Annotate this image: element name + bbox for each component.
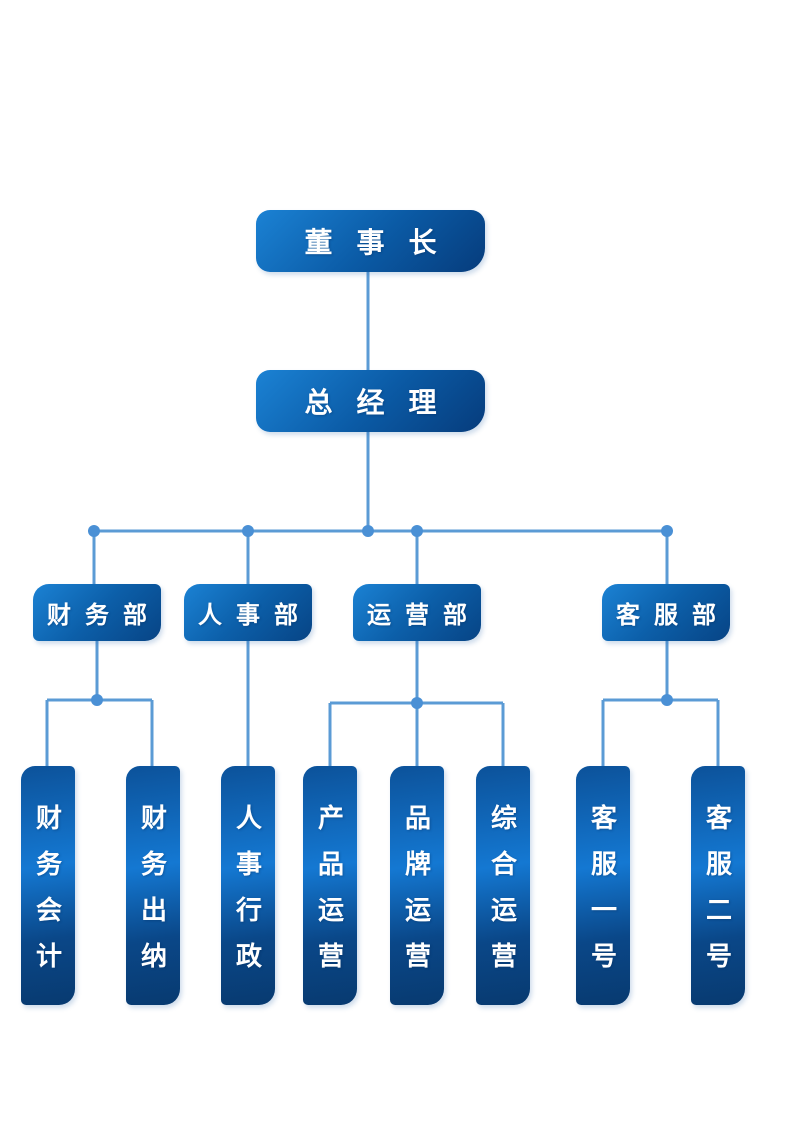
org-node-dept-hr: 人事部 <box>184 584 312 641</box>
org-node-staff-finance-accounting: 财务会计 <box>21 766 75 1005</box>
org-node-chairman: 董事长 <box>256 210 485 272</box>
node-label: 财务会计 <box>32 803 63 988</box>
org-node-general-manager: 总经理 <box>256 370 485 432</box>
junction-dot <box>88 525 100 537</box>
node-label: 财务出纳 <box>137 803 168 988</box>
org-node-staff-hr-admin: 人事行政 <box>221 766 275 1005</box>
junction-dot <box>411 697 423 709</box>
junction-dot <box>91 694 103 706</box>
org-node-staff-finance-cashier: 财务出纳 <box>126 766 180 1005</box>
org-node-staff-product-ops: 产品运营 <box>303 766 357 1005</box>
org-node-dept-service: 客服部 <box>602 584 730 641</box>
org-node-dept-finance: 财务部 <box>33 584 161 641</box>
junction-dot <box>411 525 423 537</box>
junction-dot <box>362 525 374 537</box>
org-node-staff-general-ops: 综合运营 <box>476 766 530 1005</box>
node-label: 人事行政 <box>232 803 263 988</box>
junction-dot <box>661 694 673 706</box>
org-node-staff-service-2: 客服二号 <box>691 766 745 1005</box>
node-label: 品牌运营 <box>401 803 432 988</box>
org-node-staff-service-1: 客服一号 <box>576 766 630 1005</box>
org-node-staff-brand-ops: 品牌运营 <box>390 766 444 1005</box>
node-label: 客服一号 <box>587 803 618 988</box>
node-label: 产品运营 <box>314 803 345 988</box>
node-label: 综合运营 <box>487 803 518 988</box>
node-label: 客服二号 <box>702 803 733 988</box>
junction-dot <box>661 525 673 537</box>
junction-dot <box>242 525 254 537</box>
org-node-dept-operations: 运营部 <box>353 584 481 641</box>
